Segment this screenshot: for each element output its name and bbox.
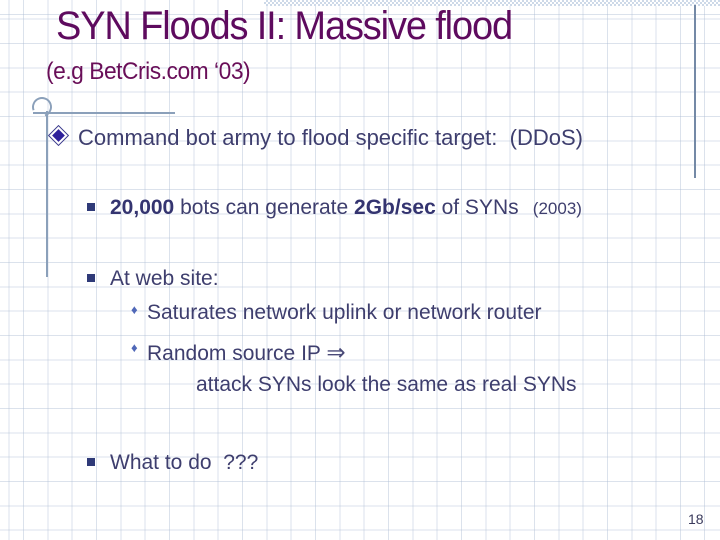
diamond-bullet-icon: ♦ (131, 340, 138, 355)
left-vertical-rule (46, 111, 48, 277)
slide-title: SYN Floods II: Massive flood (56, 4, 513, 48)
text-segment: Random source IP (147, 342, 327, 365)
text-segment: bots can generate (174, 196, 355, 219)
text-segment: attack SYNs look the same as real SYNs (196, 373, 577, 396)
page-number: 18 (688, 511, 704, 527)
text-segment: of SYNs (435, 196, 519, 219)
top-checker-strip (264, 0, 720, 6)
text-segment: What to do ??? (110, 451, 259, 474)
double-arrow-right-icon: ⇒ (326, 339, 346, 365)
bullet-line: What to do ??? (87, 450, 259, 476)
square-bullet-icon (87, 203, 95, 211)
text-segment: Command bot army to flood specific targe… (78, 125, 583, 150)
square-bullet-icon (87, 458, 95, 466)
gem-diamond-icon (51, 128, 66, 143)
right-vertical-rule (694, 5, 696, 178)
text-segment: 2Gb/sec (354, 196, 436, 219)
text-segment: Saturates network uplink or network rout… (147, 301, 542, 324)
horizontal-rule (33, 112, 175, 114)
slide-subtitle: (e.g BetCris.com ‘03) (46, 58, 251, 85)
bullet-line: At web site: (87, 266, 219, 292)
text-segment: At web site: (110, 267, 219, 290)
square-bullet-icon (87, 274, 95, 282)
bullet-line: Command bot army to flood specific targe… (78, 124, 583, 152)
bullet-line: ♦ Random source IP ⇒ (131, 338, 346, 367)
bullet-line: attack SYNs look the same as real SYNs (196, 372, 577, 398)
diamond-bullet-icon: ♦ (131, 302, 138, 317)
bullet-line: ♦ Saturates network uplink or network rou… (131, 300, 542, 326)
text-segment: 20,000 (110, 196, 175, 219)
bullet-line: 20,000 bots can generate 2Gb/sec of SYNs… (87, 195, 582, 221)
text-segment: (2003) (518, 199, 582, 218)
